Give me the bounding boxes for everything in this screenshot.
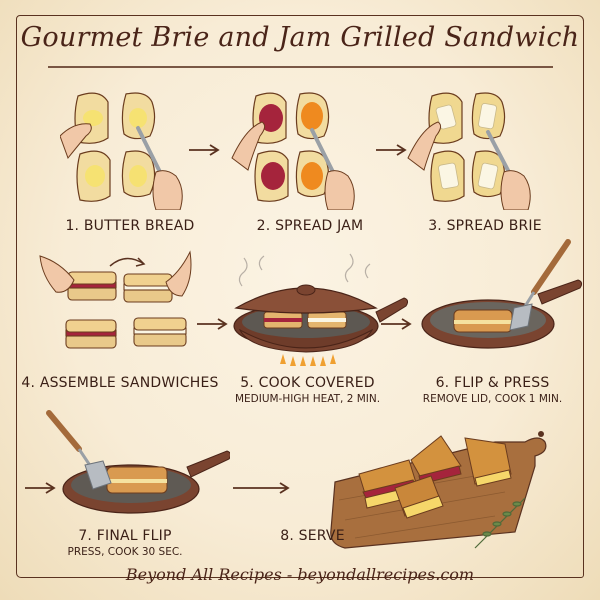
arrow-right-icon: [25, 482, 56, 494]
page-title: Gourmet Brie and Jam Grilled Sandwich: [20, 22, 580, 53]
left-hand-icon: [39, 255, 75, 293]
step-7-subtext: PRESS, COOK 30 SEC.: [67, 546, 183, 558]
spread-brie-illustration: [407, 92, 531, 210]
step-6-label: 6. FLIP & PRESS: [435, 375, 550, 391]
pan-handle: [186, 450, 230, 478]
flip-press-illustration: [421, 239, 583, 349]
arrow-right-icon: [381, 318, 412, 330]
assemble-sandwiches-illustration: [39, 250, 192, 349]
pan-lid: [234, 287, 378, 314]
title-underline: [48, 66, 553, 68]
step-7-label: 7. FINAL FLIP: [78, 528, 172, 544]
spatula-handle: [46, 410, 82, 452]
parchment-border: [16, 15, 584, 578]
right-hand-icon: [500, 170, 531, 210]
step-5-label: 5. COOK COVERED: [240, 375, 375, 391]
spatula-icon: [84, 460, 112, 490]
knife-icon: [310, 128, 338, 180]
left-hand-icon: [60, 123, 92, 160]
pan-handle: [375, 297, 408, 323]
spread-jam-illustration: [231, 92, 355, 210]
serve-illustration: [330, 431, 547, 549]
pan-handle: [537, 279, 583, 305]
final-flip-illustration: [46, 410, 230, 514]
spatula-icon: [509, 303, 533, 331]
spatula-handle: [531, 239, 571, 295]
step-2-label: 2. SPREAD JAM: [256, 218, 364, 234]
step-5-subtext: MEDIUM-HIGH HEAT, 2 MIN.: [234, 393, 381, 405]
right-hand-icon: [165, 250, 192, 297]
step-1-label: 1. BUTTER BREAD: [65, 218, 195, 234]
footer-credit: Beyond All Recipes - beyondallrecipes.co…: [125, 565, 475, 584]
knife-icon: [486, 130, 514, 180]
step-4-label: 4. ASSEMBLE SANDWICHES: [21, 375, 219, 391]
left-hand-icon: [407, 121, 442, 171]
arrow-right-icon: [189, 144, 220, 156]
steam-icon: [238, 253, 371, 287]
cook-covered-illustration: [233, 253, 408, 366]
right-hand-icon: [324, 170, 355, 210]
herb-sprig-icon: [474, 497, 526, 549]
step-6-subtext: REMOVE LID, COOK 1 MIN.: [422, 393, 563, 405]
lid-knob: [296, 284, 316, 296]
butter-bread-illustration: [60, 92, 183, 210]
arrow-right-icon: [197, 318, 228, 330]
arrow-right-icon: [233, 482, 290, 494]
left-hand-icon: [231, 121, 266, 171]
flame-icon: [280, 354, 336, 366]
step-8-label: 8. SERVE: [280, 528, 345, 544]
arrow-right-icon: [376, 144, 407, 156]
curved-arrow-icon: [109, 257, 145, 267]
step-3-label: 3. SPREAD BRIE: [428, 218, 542, 234]
right-hand-icon: [152, 170, 183, 210]
